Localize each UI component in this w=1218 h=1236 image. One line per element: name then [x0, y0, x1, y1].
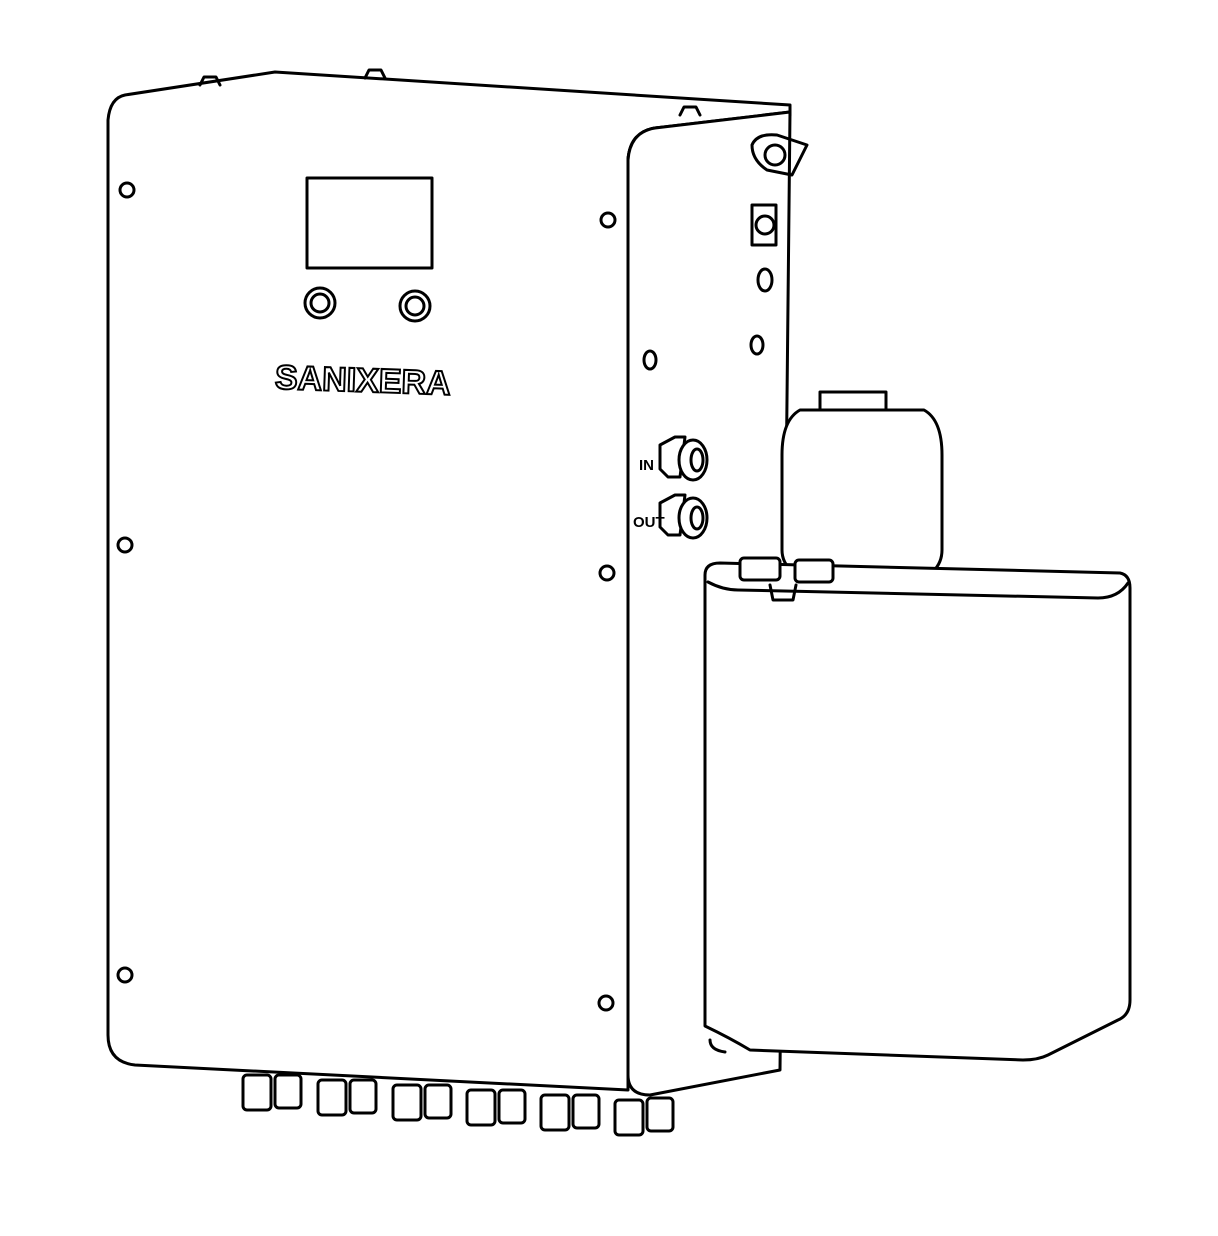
- display-screen: [305, 176, 434, 270]
- in-label: IN: [639, 457, 654, 474]
- button-left[interactable]: [303, 286, 337, 320]
- power-socket: [750, 203, 778, 247]
- button-right[interactable]: [398, 289, 432, 323]
- inlet-port[interactable]: IN: [639, 435, 709, 482]
- out-label: OUT: [633, 514, 665, 531]
- screw-icons: [116, 181, 774, 1012]
- antenna-connector: [750, 133, 809, 177]
- brand-logo: SANIXERA: [274, 359, 451, 403]
- water-tank: [703, 556, 1132, 1062]
- outlet-port[interactable]: OUT: [633, 493, 709, 540]
- top-tabs: [198, 68, 702, 117]
- cable-glands: [241, 1073, 675, 1137]
